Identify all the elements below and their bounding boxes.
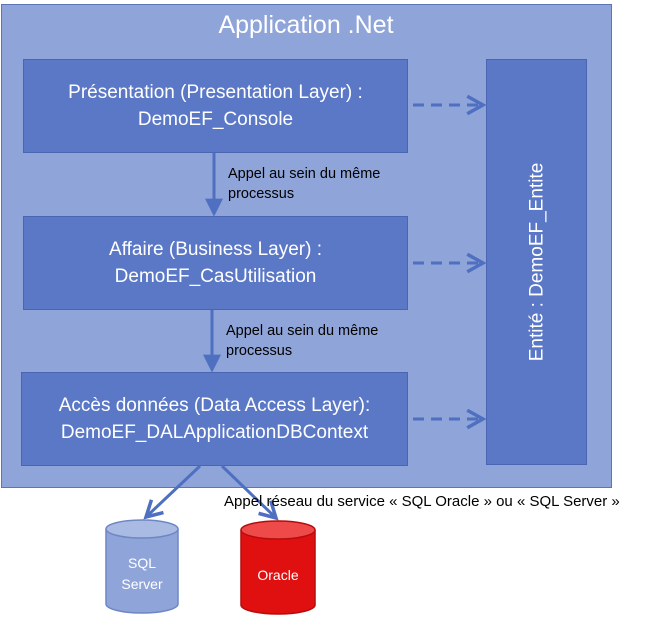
oracle-database-icon xyxy=(240,520,316,615)
call-label-line: processus xyxy=(226,343,293,359)
arrow-data-to-sql-server xyxy=(146,464,202,517)
business-layer-label: Affaire (Business Layer) : xyxy=(109,239,322,260)
arrow-data-to-oracle xyxy=(220,464,276,518)
entity-box: Entité : DemoEF_Entite xyxy=(486,59,587,465)
oracle-label: Oracle xyxy=(257,567,299,583)
application-title: Application .Net xyxy=(218,11,394,39)
call-label-presentation-business: Appel au sein du même processus xyxy=(228,164,380,204)
call-label-line: processus xyxy=(228,186,295,202)
call-label-business-data: Appel au sein du même processus xyxy=(226,321,378,361)
network-call-label: Appel réseau du service « SQL Oracle » o… xyxy=(224,493,620,510)
presentation-layer-box: Présentation (Presentation Layer) : Demo… xyxy=(23,59,408,153)
presentation-layer-project: DemoEF_Console xyxy=(137,109,294,130)
sql-server-label-line: SQL xyxy=(127,555,156,571)
call-label-line: Appel au sein du même xyxy=(226,323,379,339)
data-access-layer-label: Accès données (Data Access Layer): xyxy=(58,395,371,416)
business-layer-project: DemoEF_CasUtilisation xyxy=(114,266,317,287)
data-access-layer-project: DemoEF_DALApplicationDBContext xyxy=(60,422,369,443)
business-layer-box: Affaire (Business Layer) : DemoEF_CasUti… xyxy=(23,216,408,310)
sql-server-database-icon xyxy=(105,519,179,614)
presentation-layer-label: Présentation (Presentation Layer) : xyxy=(68,82,363,103)
call-label-line: Appel au sein du même xyxy=(228,166,381,182)
sql-server-label: SQL Server xyxy=(106,553,178,595)
data-access-layer-box: Accès données (Data Access Layer): DemoE… xyxy=(21,372,408,466)
sql-server-label-line: Server xyxy=(121,576,163,592)
